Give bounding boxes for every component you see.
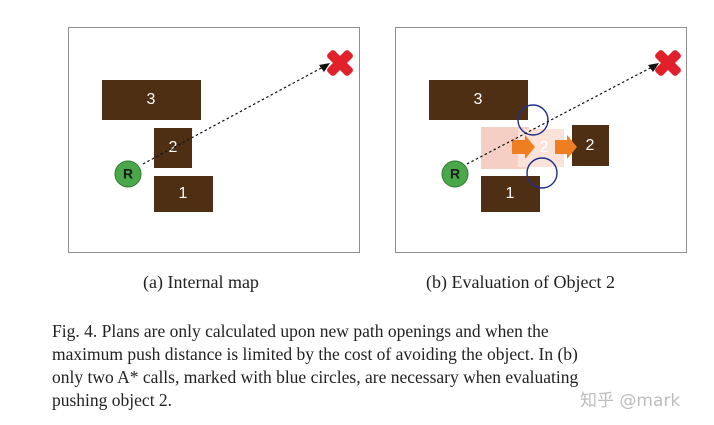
box-1-label: 1 [506,185,515,202]
caption-line-2: maximum push distance is limited by the … [52,344,578,364]
goal-cross-icon [327,50,353,76]
push-arrow-1-icon [512,135,535,159]
box-3 [102,80,201,120]
subcaption-a: (a) Internal map [143,272,259,292]
path-arrowhead [648,63,659,72]
panel-evaluation-object-2: 3 2 2 1 R [395,27,687,253]
robot [114,160,142,188]
box-3-label: 3 [147,91,156,108]
box-3 [429,80,528,120]
figure-caption: Fig. 4. Plans are only calculated upon n… [52,320,704,412]
caption-line-3: only two A* calls, marked with blue circ… [52,367,579,387]
box-1-label: 1 [179,185,188,202]
caption-line-1: Fig. 4. Plans are only calculated upon n… [52,321,549,341]
box-2-label: 2 [169,139,178,156]
box-2-pushed-label: 2 [586,137,595,154]
robot [441,160,469,188]
goal-cross-icon [655,50,681,76]
internal-map-canvas: 3 2 1 R [102,50,353,212]
panel-internal-map: 3 2 1 R [68,27,360,253]
caption-line-4: pushing object 2. [52,390,173,410]
path-arrowhead [319,63,330,72]
planned-path [466,65,655,165]
box-3-label: 3 [474,91,483,108]
box-2-ghost-label: 2 [540,139,549,156]
watermark: 知乎 @mark [580,391,681,411]
planned-path [142,65,326,165]
box-1 [154,176,213,212]
robot-label: R [123,166,133,182]
robot-label: R [450,166,460,182]
evaluation-canvas: 3 2 2 1 R [429,50,681,212]
push-arrow-2-icon [555,135,577,159]
astar-call-circle-bottom [526,157,558,189]
subcaption-b: (b) Evaluation of Object 2 [426,272,615,292]
box-2 [154,128,192,168]
astar-call-circle-top [517,104,549,136]
box-2-pushed [572,125,609,166]
